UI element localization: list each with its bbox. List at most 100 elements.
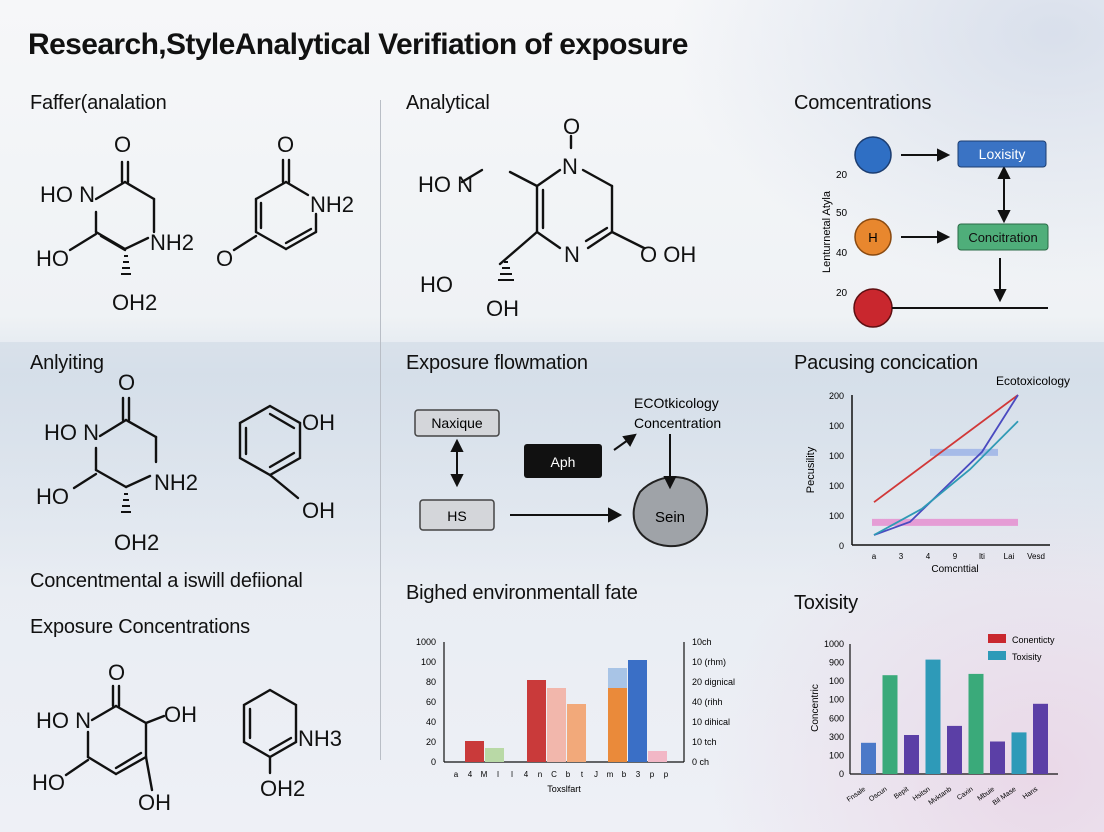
flow-box-naxique [414, 409, 500, 437]
bar1-ytick: 0 [431, 757, 436, 767]
m1-oh2-label: OH2 [112, 290, 157, 315]
section-label-top-mid: Analytical [406, 92, 490, 114]
section-label-mid-mid: Exposure flowmation [406, 352, 588, 374]
flow-h-label: H [868, 230, 877, 245]
m3-n-bottom-label: N [564, 242, 580, 267]
section-label-mid-left: Anlyiting [30, 352, 104, 374]
bar1-bar [527, 680, 546, 762]
bar1-xlabel: Toxslfart [547, 784, 581, 794]
caption-1: Concentmental a iswill defiional [30, 570, 303, 592]
flow-circle-blue [854, 136, 892, 174]
bar2-xtick: Oscun [868, 786, 889, 803]
flow-blob-sein-label: Sein [655, 509, 685, 526]
bar1-ytick: 60 [426, 697, 436, 707]
flow-box-concentration [957, 223, 1049, 251]
m1-ho-label: HO [36, 246, 69, 271]
m2-oxygen-left-label: O [216, 246, 233, 271]
m7-oh2-label: OH2 [260, 776, 305, 801]
section-label-bottom-right: Toxisity [794, 592, 858, 614]
section-label-top-left: Faffer(analation [30, 92, 167, 114]
bar2-ytick: 300 [829, 732, 844, 742]
m3-oxygen-label: O [563, 114, 580, 139]
m4-oxygen-label: O [118, 370, 135, 395]
bar1-xtick: 4 [468, 770, 473, 779]
m3-oh-label: OH [486, 296, 519, 321]
bar2-bar [882, 675, 898, 774]
flow-box-aph [524, 444, 602, 478]
bar2-bar [1011, 732, 1027, 774]
m3-ho-label: HO [420, 272, 453, 297]
bar1-xtick: 3 [636, 770, 641, 779]
flow-tick-2: 50 [836, 208, 848, 219]
line-chart-xtick: a [872, 552, 877, 561]
flow-box-toxicity [957, 140, 1047, 168]
bar1-y2tick: 10 dihical [692, 717, 730, 727]
flow-tick-1: 20 [836, 170, 848, 181]
bar2-xtick: Bepit [893, 786, 910, 801]
flow-box-hs-label: HS [447, 508, 466, 524]
bar2-ytick: 900 [829, 658, 844, 668]
bar1-ytick: 20 [426, 737, 436, 747]
bar1-bar [485, 748, 504, 762]
page-title: Research,StyleAnalytical Verifiation of … [28, 28, 688, 61]
line-chart-ytick: 100 [829, 421, 844, 431]
m4-hon-label: HO N [44, 420, 99, 445]
bar2-xtick: Fnsale [846, 786, 867, 804]
bar1-ytick: 80 [426, 677, 436, 687]
bar1-xtick: J [594, 770, 598, 779]
bar2-bar [968, 673, 984, 774]
line-chart-ytick: 100 [829, 451, 844, 461]
flow-box-concentration-label: Concitration [968, 230, 1037, 245]
bar2-ytick: 0 [839, 769, 844, 779]
flow-blob-sein [632, 476, 709, 548]
bar2-ytick: 100 [829, 676, 844, 686]
line-chart-xtick: Vesd [1027, 552, 1045, 561]
flow-box-hs [419, 499, 495, 531]
bar1-xtick: l [497, 770, 499, 779]
m5-oh-bottom-label: OH [302, 498, 335, 523]
bar2-legend-swatch-2 [988, 651, 1006, 660]
bar2-bar [925, 659, 941, 774]
m1-hon-label: HO N [40, 182, 95, 207]
section-label-bottom-mid: Bighed environmentall fate [406, 582, 638, 604]
section-label-mid-right: Pacusing concication [794, 352, 978, 374]
m2-oxygen-label: O [277, 132, 294, 157]
m6-oxygen-label: O [108, 660, 125, 685]
bar1-y2tick: 40 (rihh [692, 697, 723, 707]
m5-oh-top-label: OH [302, 410, 335, 435]
bar1-ytick: 100 [421, 657, 436, 667]
m4-oh2-label: OH2 [114, 530, 159, 555]
bar1-xtick: l [511, 770, 513, 779]
bar1-xtick: p [664, 770, 669, 779]
line-chart-band [930, 448, 998, 456]
m6-oh-right-label: OH [164, 702, 197, 727]
bar2-legend-swatch-1 [988, 634, 1006, 643]
line-chart-xtick: 9 [953, 552, 958, 561]
line-chart-title: Ecotoxicology [996, 374, 1070, 388]
m6-oh-bottom-label: OH [138, 790, 171, 815]
bar1-xtick: t [581, 770, 584, 779]
bar1-bar [608, 688, 627, 762]
bar2-bar [861, 742, 876, 774]
flow-box-toxicity-label: Loxisity [979, 146, 1026, 162]
m1-oxygen-label: O [114, 132, 131, 157]
bar1-bar [547, 688, 566, 762]
line-chart-ylabel: Pecusility [805, 446, 817, 493]
line-chart-series [873, 420, 1019, 536]
bar2-bar [1033, 703, 1048, 774]
bar1-xtick: n [538, 770, 542, 779]
bar2-xtick: Bil Mase [992, 786, 1018, 807]
line-chart-series [873, 394, 1019, 503]
m7-nh3-label: NH3 [298, 726, 342, 751]
line-chart-ytick: 100 [829, 481, 844, 491]
bar1-xtick: M [481, 770, 488, 779]
line-chart-xtick: Lai [1004, 552, 1015, 561]
bar1-xtick: b [566, 770, 571, 779]
bar1-bar [465, 741, 484, 762]
bar2-ytick: 1000 [824, 639, 844, 649]
